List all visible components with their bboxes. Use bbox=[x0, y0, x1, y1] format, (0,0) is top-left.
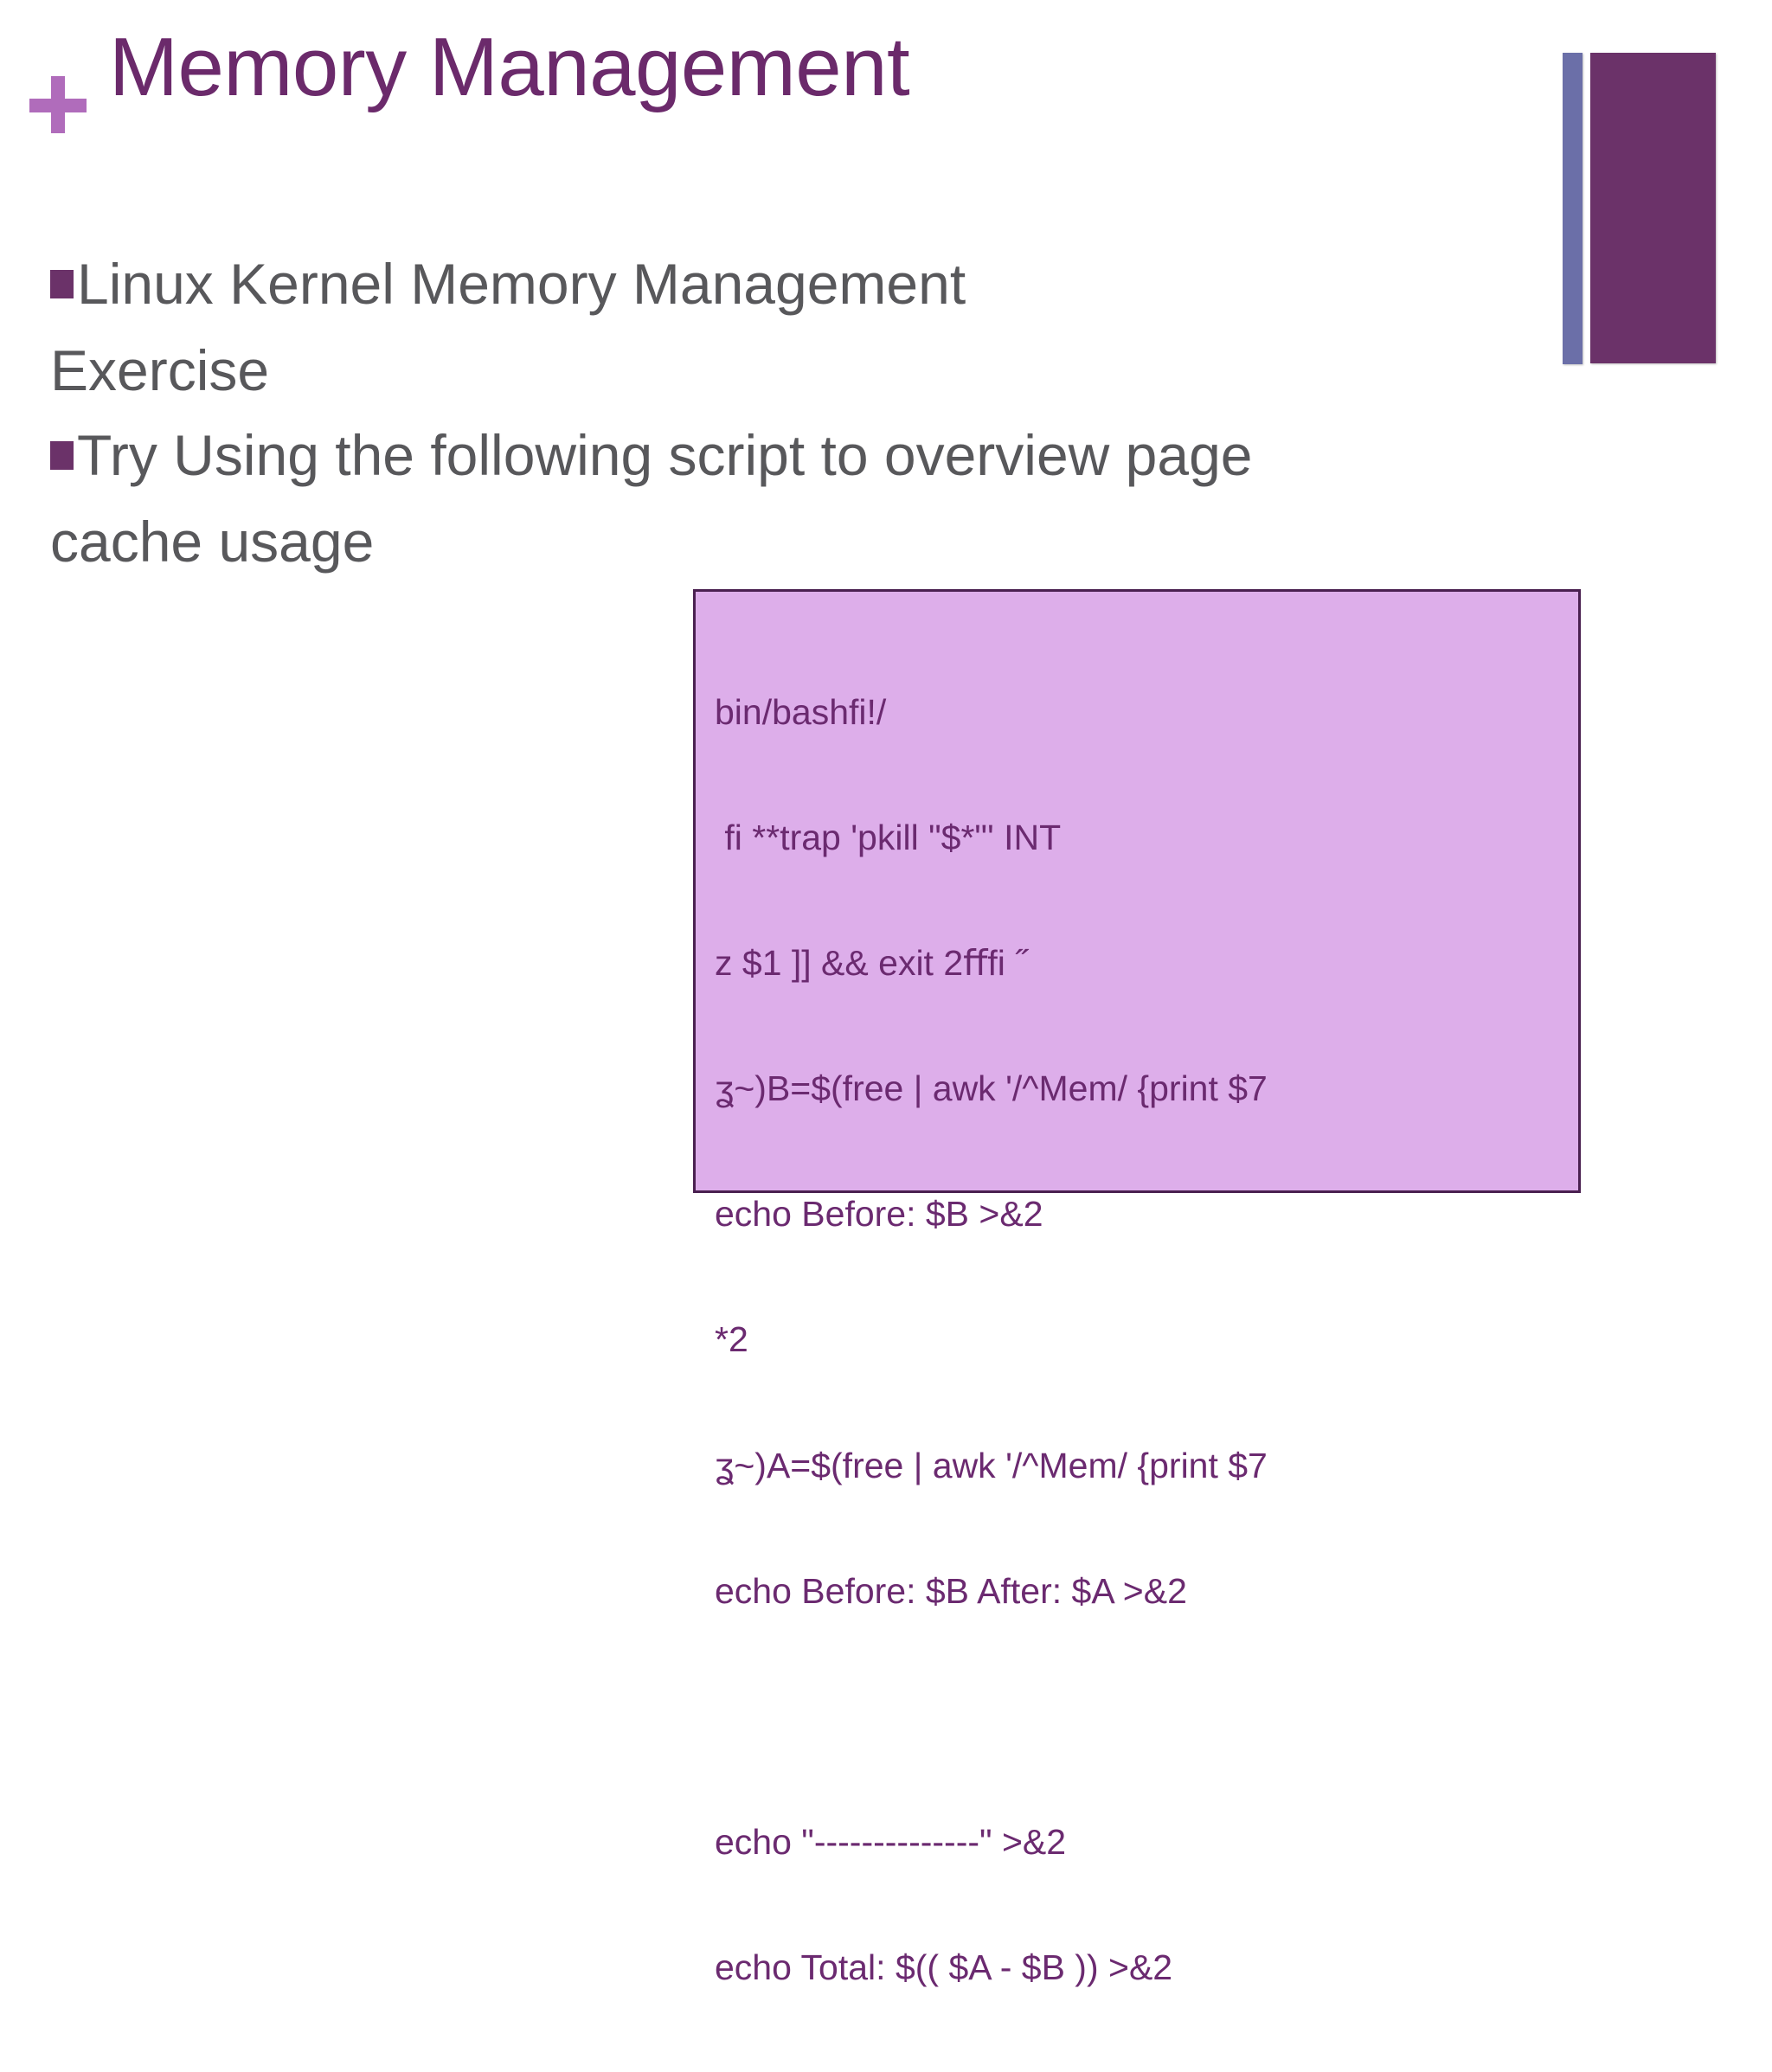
code-line: echo Before: $B >&2 bbox=[715, 1194, 1043, 1235]
list-item: Try Using the following script to overvi… bbox=[50, 412, 1313, 586]
script-code-box: bin/bashﬁ!/ ﬁ **trap 'pkill "$*"' INT z … bbox=[693, 589, 1581, 1987]
code-line: ʓ~)B=$(free | awk '/^Mem/ {print $7 bbox=[715, 1068, 1268, 1109]
code-line: ﬁ **trap 'pkill "$*"' INT bbox=[715, 817, 1062, 857]
decoration-block bbox=[1590, 53, 1716, 363]
list-item-label: Linux Kernel Memory Management Exercise bbox=[50, 252, 966, 403]
code-line: echo "--------------" >&2 bbox=[715, 1821, 1067, 1862]
list-item-label: Try Using the following script to overvi… bbox=[50, 423, 1253, 574]
code-line: z $1 ]] && exit 2ﬀﬁ ˝ bbox=[715, 943, 1027, 983]
slide-canvas: Memory Management Linux Kernel Memory Ma… bbox=[29, 21, 1716, 1987]
bullet-square-icon bbox=[50, 270, 74, 298]
page-title: Memory Management bbox=[109, 21, 910, 113]
code-line: *2 bbox=[715, 1319, 748, 1360]
code-line: echo Total: $(( $A - $B )) >&2 bbox=[715, 1947, 1173, 1987]
list-item: Linux Kernel Memory Management Exercise bbox=[50, 241, 1175, 414]
script-code-text: bin/bashﬁ!/ ﬁ **trap 'pkill "$*"' INT z … bbox=[696, 592, 1578, 2072]
code-line: ʓ~)A=$(free | awk '/^Mem/ {print $7 bbox=[715, 1445, 1268, 1485]
plus-icon bbox=[29, 76, 87, 133]
code-line: echo Before: $B After: $A >&2 bbox=[715, 1570, 1187, 1611]
decoration-thin-bar bbox=[1563, 53, 1583, 364]
code-line-blank bbox=[715, 1696, 1578, 1737]
bullet-square-icon bbox=[50, 441, 74, 470]
code-line: bin/bashﬁ!/ bbox=[715, 691, 887, 732]
